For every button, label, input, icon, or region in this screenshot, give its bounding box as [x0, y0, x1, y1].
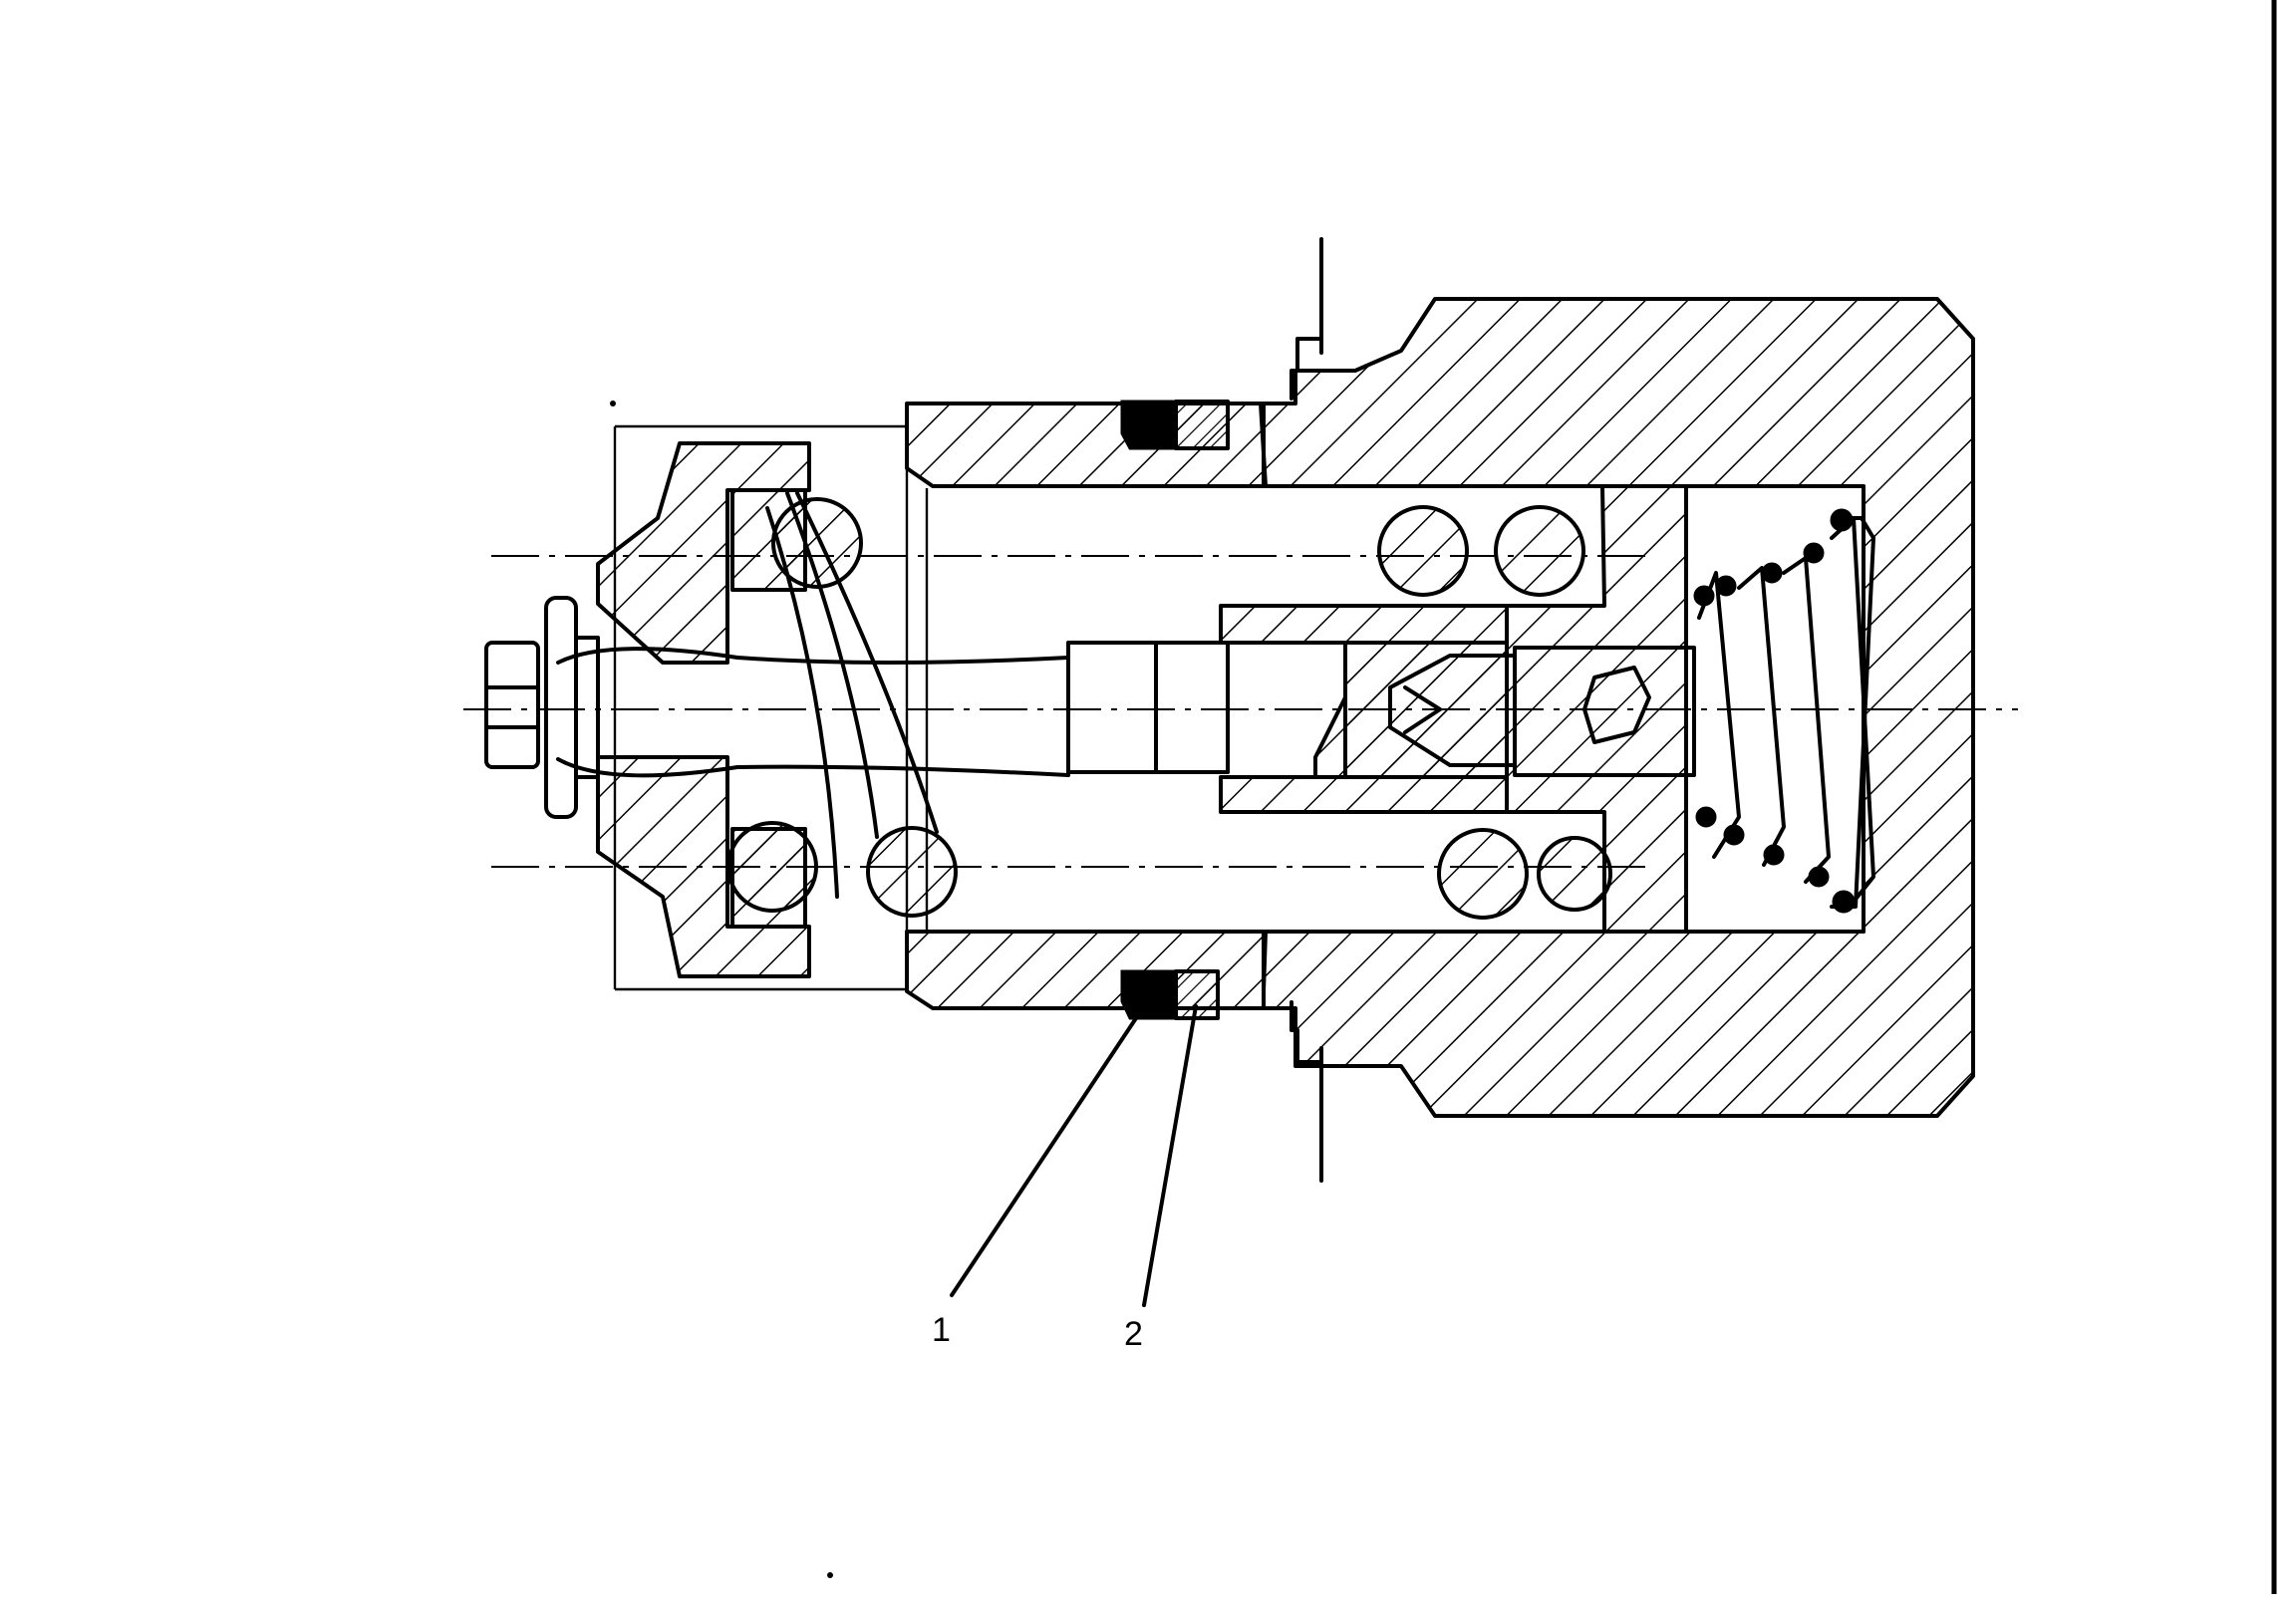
piston-rod — [556, 641, 1230, 778]
callout-2: 2 — [1124, 1315, 1143, 1353]
centerlines — [463, 555, 2018, 868]
spring-coils — [726, 497, 1612, 920]
front-cap-lower — [596, 755, 811, 978]
backup-ring-2-upper — [1174, 400, 1230, 450]
front-cap-upper — [596, 441, 811, 665]
seal-ring-1-upper — [1120, 400, 1178, 450]
rear-conical-spring — [1693, 508, 1875, 914]
bolt-head — [484, 596, 600, 819]
spring-sweep — [765, 491, 939, 899]
callout-1: 1 — [932, 1311, 951, 1349]
callout-leaders — [950, 1004, 1198, 1307]
seal-ring-1-lower — [1120, 969, 1178, 1020]
scan-specks — [610, 401, 833, 1578]
backup-ring-2-lower — [1174, 969, 1220, 1020]
